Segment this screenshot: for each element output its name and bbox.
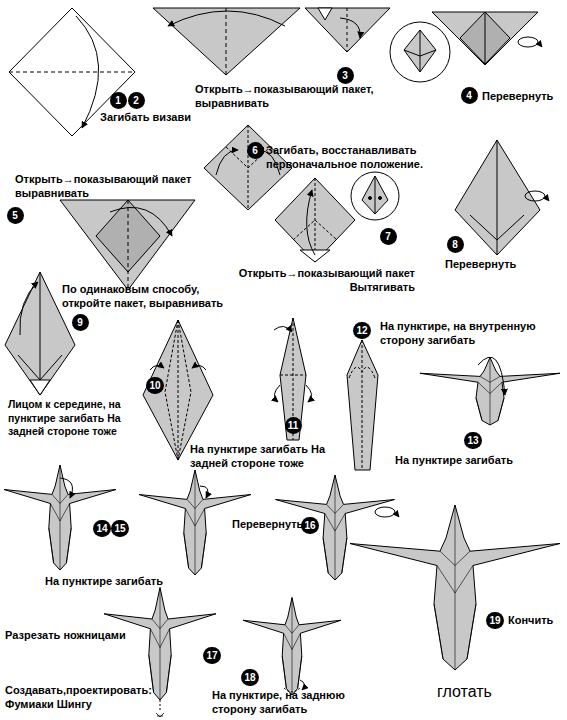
- instruction-text: На пунктире, на внутренную сторону загиб…: [380, 319, 565, 348]
- callout-number: 13: [467, 435, 478, 446]
- instruction-text: На пунктире загибать На задней стороне т…: [190, 442, 350, 471]
- callout-number: 7: [385, 231, 391, 242]
- instruction-text: глотать: [437, 682, 492, 703]
- step-number: 16: [301, 517, 318, 534]
- step-number: 7: [380, 228, 397, 245]
- step-number: 1: [110, 92, 127, 109]
- instruction-text: Кончить: [508, 613, 553, 627]
- callout-number: 8: [452, 239, 458, 250]
- instruction-text: По одинаковым способу, откройте пакет, в…: [62, 282, 242, 311]
- step-number: 10: [146, 377, 163, 394]
- callout-number: 11: [288, 420, 299, 431]
- callout-number: 5: [12, 210, 18, 221]
- callout-number: 15: [114, 523, 125, 534]
- instruction-text: На пунктире, на заднюю сторону загибать: [212, 688, 382, 717]
- step-number: 18: [241, 669, 258, 686]
- callout-number: 10: [149, 380, 160, 391]
- callout-number: 18: [244, 672, 255, 683]
- callout-number: 6: [252, 145, 258, 156]
- step-number: 5: [7, 207, 24, 224]
- instruction-text: Лицом к середине, на пунктире загибать Н…: [8, 398, 158, 439]
- callout-number: 2: [133, 95, 139, 106]
- step-number: 13: [464, 432, 481, 449]
- callout-number: 14: [96, 523, 107, 534]
- callout-number: 12: [356, 325, 367, 336]
- step-number: 8: [447, 236, 464, 253]
- instruction-text: Загибать, восстанавливать первоначальное…: [266, 143, 451, 172]
- step-number: 6: [247, 142, 264, 159]
- step-number: 9: [72, 314, 89, 331]
- callout-number: 1: [115, 95, 121, 106]
- instruction-text: Разрезать ножницами: [5, 628, 126, 642]
- step-number: 19: [486, 612, 503, 629]
- step-number: 17: [203, 647, 220, 664]
- callout-number: 4: [466, 90, 472, 101]
- callout-number: 17: [206, 650, 217, 661]
- instruction-text: Перевернуть: [445, 257, 516, 271]
- step-number: 3: [337, 67, 354, 84]
- instruction-text: На пунктире загибать: [395, 453, 513, 467]
- step-number: 15: [111, 520, 128, 537]
- instruction-text: Загибать визави: [100, 110, 191, 124]
- instruction-text: Перевернуть: [482, 89, 553, 103]
- callout-number: 16: [304, 520, 315, 531]
- step-number: 11: [285, 417, 302, 434]
- instruction-text: Перевернуть: [232, 517, 303, 531]
- instruction-text: Открыть→показывающий пакет, выравнивать: [195, 82, 375, 111]
- step-number: 14: [93, 520, 110, 537]
- instruction-text: Открыть→показывающий пакет выравнивать: [15, 172, 205, 201]
- callout-number: 9: [77, 317, 83, 328]
- step-number: 4: [461, 87, 478, 104]
- callout-number: 3: [342, 70, 348, 81]
- step-number: 12: [353, 322, 370, 339]
- instruction-text: На пунктире загибать: [45, 574, 163, 588]
- callout-number: 19: [489, 615, 500, 626]
- instruction-text: Открыть→показывающий пакет Вытягивать: [225, 266, 415, 295]
- instruction-text: Создавать,проектировать: Фумиаки Шингу: [5, 683, 155, 712]
- step-number: 2: [128, 92, 145, 109]
